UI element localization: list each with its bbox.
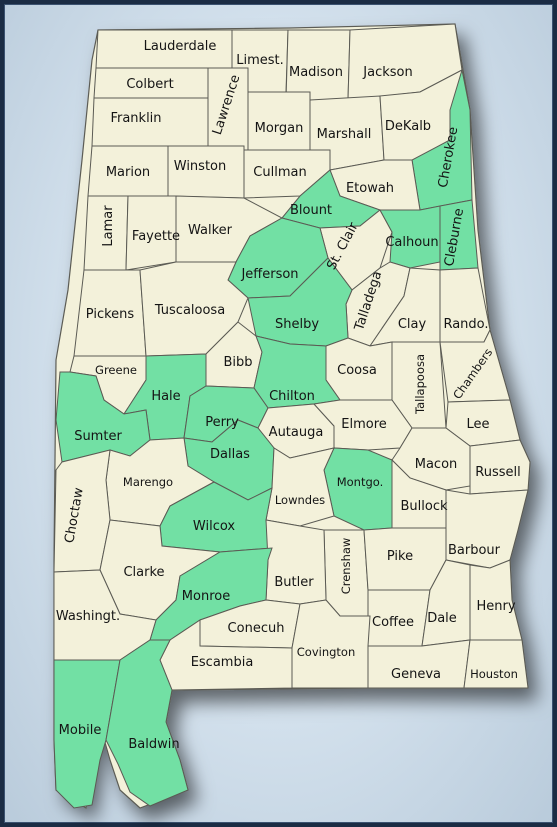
label-chilton: Chilton xyxy=(269,389,315,404)
label-bibb: Bibb xyxy=(223,355,252,370)
label-coosa: Coosa xyxy=(337,363,377,378)
label-mobile: Mobile xyxy=(59,723,102,738)
label-lowndes: Lowndes xyxy=(275,493,325,507)
label-houston: Houston xyxy=(470,667,518,681)
label-blount: Blount xyxy=(290,203,332,218)
label-covington: Covington xyxy=(297,645,356,659)
label-marion: Marion xyxy=(106,165,150,180)
label-monroe: Monroe xyxy=(182,589,230,604)
label-crenshaw: Crenshaw xyxy=(339,538,353,595)
label-wilcox: Wilcox xyxy=(193,519,235,534)
label-autauga: Autauga xyxy=(269,425,324,440)
label-henry: Henry xyxy=(476,599,515,614)
label-etowah: Etowah xyxy=(346,181,394,196)
label-limestone: Limest. xyxy=(236,53,284,68)
label-washington: Washingt. xyxy=(56,609,120,624)
label-calhoun: Calhoun xyxy=(385,235,438,250)
label-russell: Russell xyxy=(475,465,520,480)
label-lee: Lee xyxy=(466,417,489,432)
label-colbert: Colbert xyxy=(126,77,173,92)
label-elmore: Elmore xyxy=(341,417,387,432)
county-baldwin[interactable] xyxy=(105,639,189,807)
label-sumter: Sumter xyxy=(74,429,122,444)
label-barbour: Barbour xyxy=(448,543,501,558)
label-shelby: Shelby xyxy=(275,317,319,332)
label-hale: Hale xyxy=(151,389,180,404)
label-jefferson: Jefferson xyxy=(240,267,298,282)
label-bullock: Bullock xyxy=(400,499,447,514)
label-walker: Walker xyxy=(188,223,233,238)
label-geneva: Geneva xyxy=(391,667,441,682)
label-dekalb: DeKalb xyxy=(385,119,431,134)
county-butler[interactable] xyxy=(265,519,327,605)
label-winston: Winston xyxy=(174,159,226,174)
label-perry: Perry xyxy=(205,415,239,430)
county-houston[interactable] xyxy=(463,639,529,689)
label-cullman: Cullman xyxy=(253,165,306,180)
label-lauderdale: Lauderdale xyxy=(144,39,217,54)
label-tuscaloosa: Tuscaloosa xyxy=(154,303,225,318)
county-dale[interactable] xyxy=(421,559,471,647)
label-montgomery: Montgo. xyxy=(337,475,384,489)
label-franklin: Franklin xyxy=(110,111,161,126)
county-lowndes[interactable] xyxy=(265,447,335,527)
label-macon: Macon xyxy=(415,457,458,472)
label-conecuh: Conecuh xyxy=(228,621,285,636)
label-morgan: Morgan xyxy=(255,121,304,136)
label-butler: Butler xyxy=(274,575,314,590)
label-pike: Pike xyxy=(387,549,413,564)
label-clarke: Clarke xyxy=(123,565,164,580)
label-clay: Clay xyxy=(398,317,427,332)
label-coffee: Coffee xyxy=(372,615,414,630)
label-lamar: Lamar xyxy=(101,205,116,247)
label-dallas: Dallas xyxy=(210,447,250,462)
label-marengo: Marengo xyxy=(123,475,173,489)
label-dale: Dale xyxy=(427,611,457,626)
label-greene: Greene xyxy=(95,363,137,377)
label-baldwin: Baldwin xyxy=(128,737,179,752)
label-tallapoosa: Tallapoosa xyxy=(413,354,427,415)
label-madison: Madison xyxy=(289,65,343,80)
label-escambia: Escambia xyxy=(191,655,254,670)
label-jackson: Jackson xyxy=(362,65,412,80)
county-chambers[interactable] xyxy=(439,328,511,403)
county-calhoun[interactable] xyxy=(379,205,441,269)
label-fayette: Fayette xyxy=(132,229,180,244)
label-marshall: Marshall xyxy=(317,127,372,142)
label-pickens: Pickens xyxy=(86,307,135,322)
label-randolph: Rando. xyxy=(443,317,488,332)
